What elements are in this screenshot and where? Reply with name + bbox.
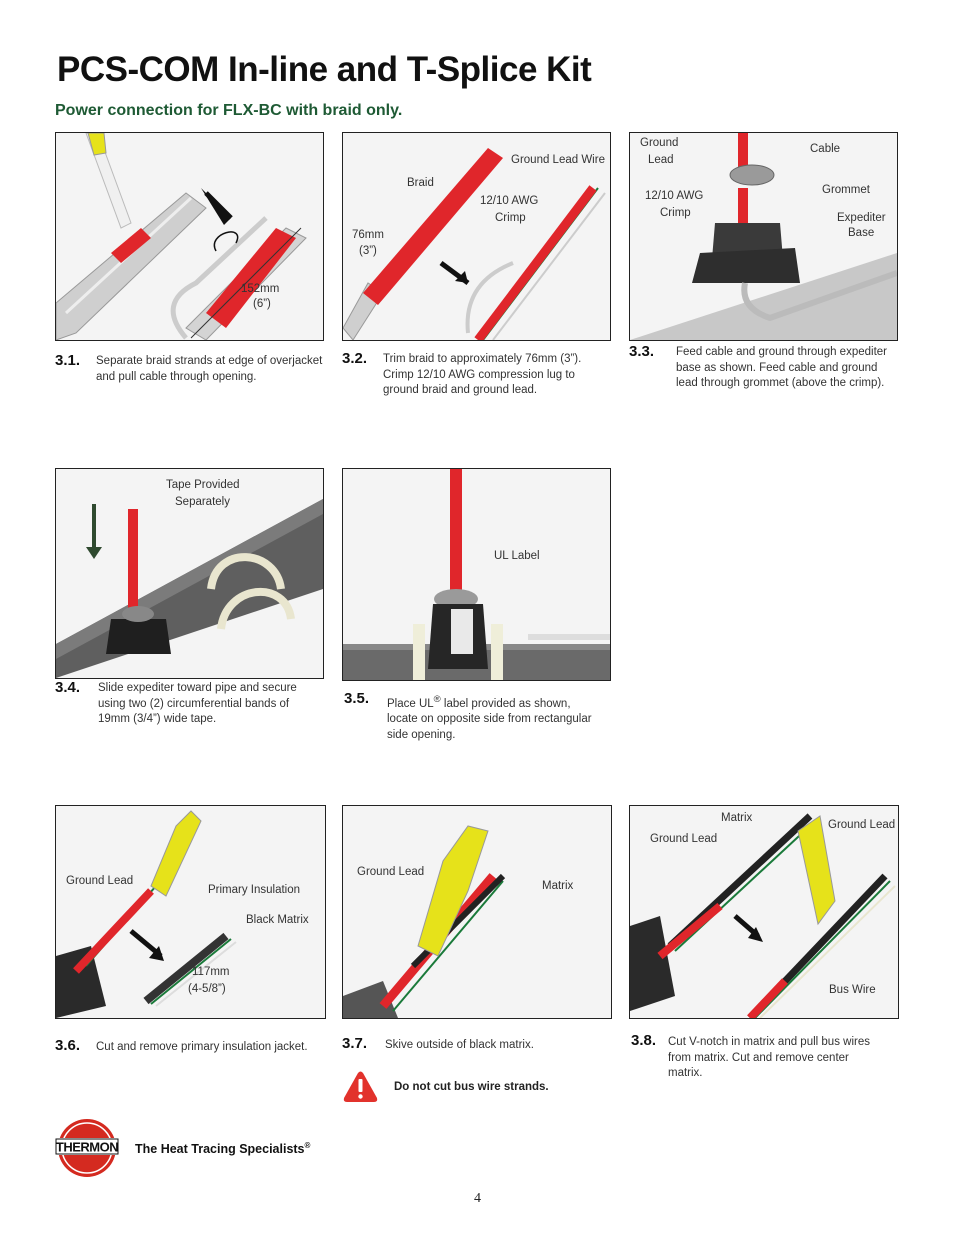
figure-3-3: Ground Lead Cable Grommet 12/10 AWG Crim…	[629, 132, 898, 341]
step-3-5-number: 3.5.	[344, 690, 370, 707]
figure-3-8-illustration	[630, 813, 896, 1018]
step-3-8-number: 3.8.	[631, 1032, 657, 1049]
figure-3-1: 152mm (6”)	[55, 132, 324, 341]
label-tape-provided: Tape Provided	[166, 479, 240, 491]
label-dimension-inches: (4-5/8”)	[188, 983, 226, 995]
step-3-6-number: 3.6.	[55, 1037, 81, 1054]
figure-3-1-illustration	[56, 133, 307, 340]
label-base: Base	[848, 227, 875, 239]
warning-icon	[343, 1071, 378, 1102]
step-3-7-text: Skive outside of black matrix.	[385, 1039, 534, 1051]
label-dimension-inches: (3”)	[359, 245, 377, 257]
label-ground-lead-left: Ground Lead	[650, 833, 718, 845]
figure-3-7-illustration	[343, 825, 506, 1018]
label-separately: Separately	[175, 496, 230, 508]
figure-3-7: Ground Lead Matrix	[342, 805, 612, 1019]
logo-text: THERMON	[56, 1140, 118, 1155]
label-black-matrix: Black Matrix	[246, 914, 309, 926]
figure-3-6-illustration	[56, 810, 237, 1018]
label-awg: 12/10 AWG	[480, 195, 539, 207]
label-braid: Braid	[407, 177, 434, 189]
label-matrix: Matrix	[542, 880, 574, 892]
label-expediter: Expediter	[837, 212, 886, 224]
label-ground-lead-wire: Ground Lead Wire	[511, 154, 605, 166]
step-3-2-number: 3.2.	[342, 350, 368, 367]
page-subtitle: Power connection for FLX-BC with braid o…	[55, 102, 403, 119]
label-bus-wire: Bus Wire	[829, 984, 876, 996]
step-3-5-text: Place UL® label provided as shown, locat…	[387, 694, 592, 741]
step-3-4-text: Slide expediter toward pipe and secure u…	[98, 682, 297, 725]
label-cable: Cable	[810, 143, 841, 155]
label-ground-lead: Ground Lead	[66, 875, 134, 887]
label-ground-lead-right: Ground Lead	[828, 819, 896, 831]
figure-3-4: Tape Provided Separately	[55, 468, 324, 679]
figure-3-2: Ground Lead Wire Braid 12/10 AWG Crimp 7…	[342, 132, 611, 341]
label-ground-lead: Ground Lead	[357, 866, 425, 878]
figure-3-5: UL Label	[342, 468, 611, 681]
label-lead: Lead	[648, 154, 674, 166]
step-3-1-number: 3.1.	[55, 352, 81, 369]
page-title: PCS-COM In-line and T-Splice Kit	[57, 50, 592, 89]
page-number: 4	[474, 1191, 481, 1206]
step-3-3-text: Feed cable and ground through expediter …	[676, 346, 887, 389]
label-crimp: Crimp	[660, 207, 691, 219]
label-ground: Ground	[640, 137, 679, 149]
label-dimension: 76mm	[352, 229, 384, 241]
step-3-1-text: Separate braid strands at edge of overja…	[96, 355, 323, 383]
step-3-2-text: Trim braid to approximately 76mm (3”). C…	[383, 353, 582, 396]
figure-3-5-illustration	[343, 469, 610, 680]
step-3-8-text: Cut V-notch in matrix and pull bus wires…	[668, 1036, 870, 1079]
label-matrix: Matrix	[721, 812, 753, 824]
step-3-7-number: 3.7.	[342, 1035, 368, 1052]
step-3-3-number: 3.3.	[629, 343, 655, 360]
thermon-logo: THERMON	[55, 1119, 119, 1177]
warning-text: Do not cut bus wire strands.	[394, 1081, 549, 1093]
label-primary-insulation: Primary Insulation	[208, 884, 301, 896]
step-3-4-number: 3.4.	[55, 679, 81, 696]
label-grommet: Grommet	[822, 184, 870, 196]
figure-3-8: Matrix Ground Lead Ground Lead Bus Wire	[629, 805, 899, 1019]
label-dimension-inches: (6”)	[253, 298, 271, 310]
label-awg: 12/10 AWG	[645, 190, 704, 202]
label-dimension: 152mm	[241, 283, 280, 295]
label-crimp: Crimp	[495, 212, 526, 224]
figure-3-2-illustration	[343, 148, 606, 340]
label-dimension: 117mm	[192, 966, 230, 978]
tagline: The Heat Tracing Specialists®	[135, 1141, 311, 1157]
figure-3-4-illustration	[56, 499, 323, 678]
label-ul: UL Label	[494, 550, 540, 562]
figure-3-3-illustration	[630, 133, 897, 340]
figure-3-6: Ground Lead Primary Insulation Black Mat…	[55, 805, 326, 1019]
step-3-6-text: Cut and remove primary insulation jacket…	[96, 1041, 308, 1053]
